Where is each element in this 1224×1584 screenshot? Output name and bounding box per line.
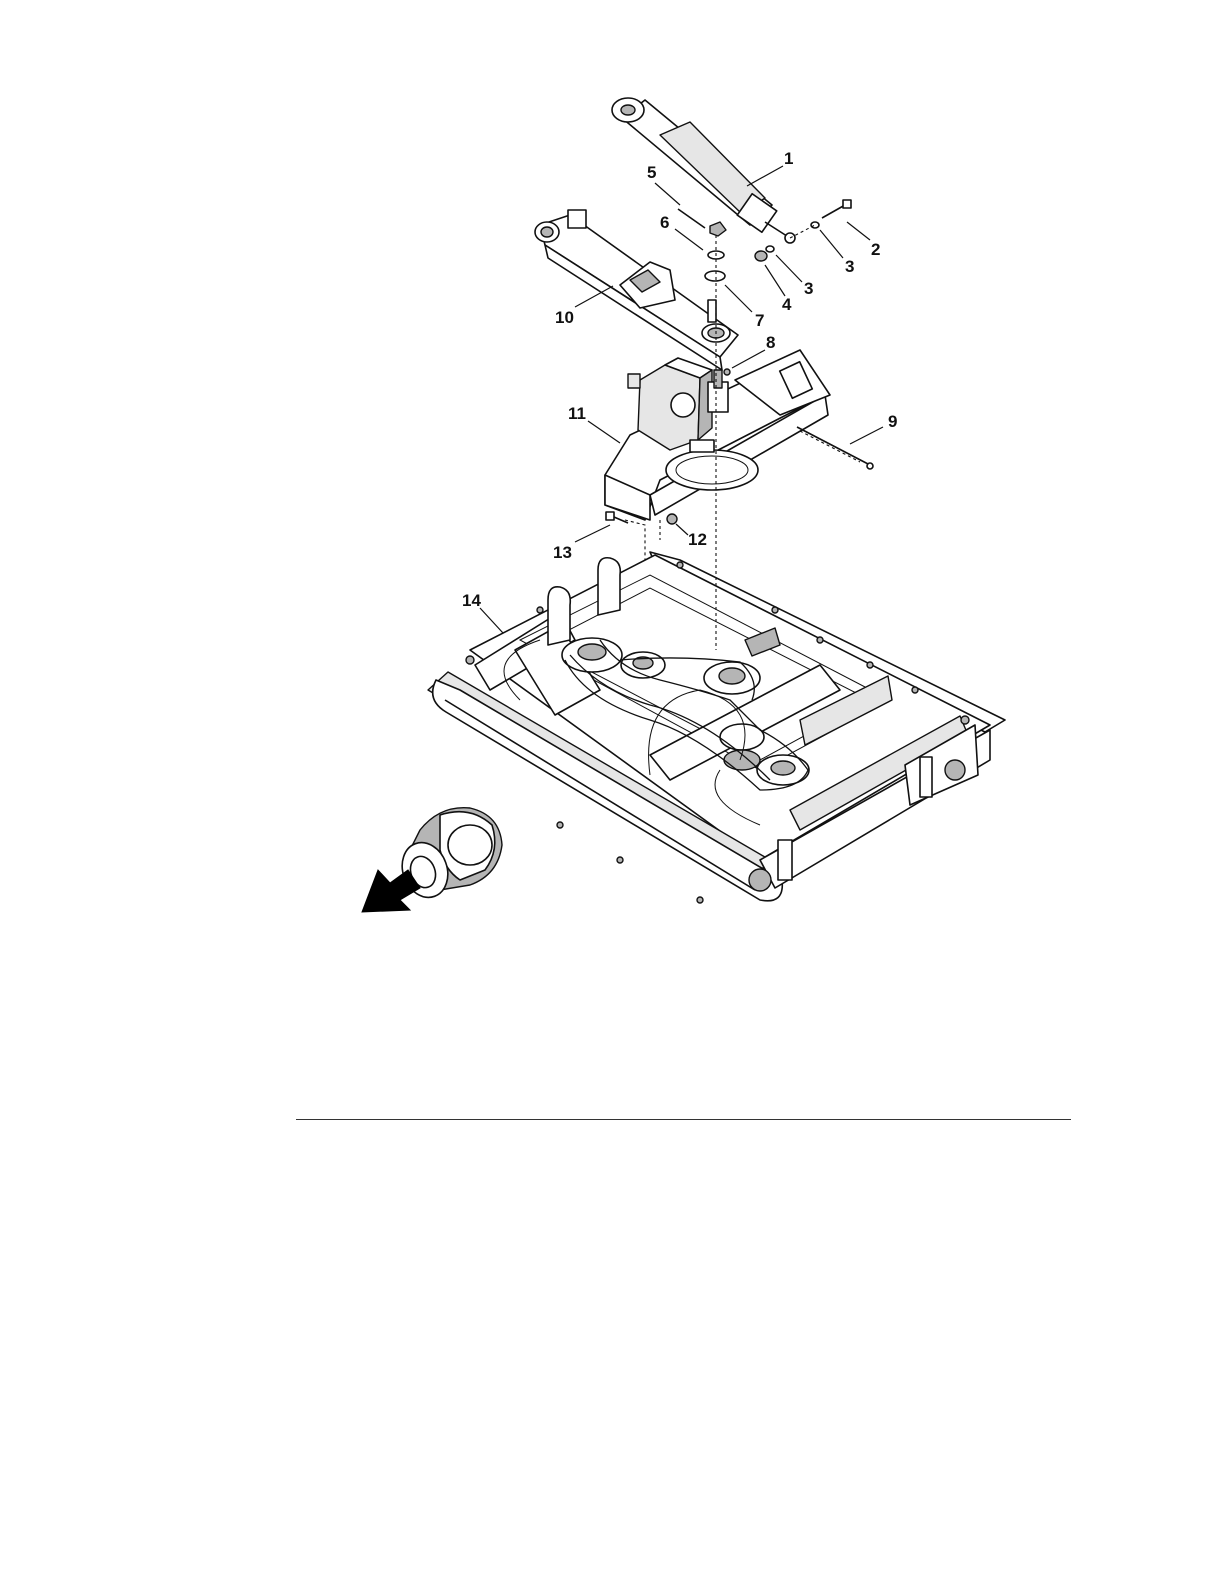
lift-arm-icon	[535, 210, 738, 370]
callout-4: 4	[782, 295, 792, 314]
callout-7: 7	[755, 311, 764, 330]
callout-3a: 3	[845, 257, 854, 276]
page-divider-rule	[296, 1119, 1071, 1120]
callout-3b: 3	[804, 279, 813, 298]
callout-6: 6	[660, 213, 669, 232]
callout-5: 5	[647, 163, 656, 182]
callout-12: 12	[688, 530, 707, 549]
callout-14: 14	[462, 591, 481, 610]
forward-direction-arrow-icon	[362, 808, 502, 912]
callout-8: 8	[766, 333, 775, 352]
mower-deck-icon	[428, 552, 1005, 903]
callout-13: 13	[553, 543, 572, 562]
callout-9: 9	[888, 412, 897, 431]
callout-2: 2	[871, 240, 880, 259]
callout-10: 10	[555, 308, 574, 327]
hydraulic-cylinder-icon	[612, 98, 795, 243]
callout-1: 1	[784, 149, 793, 168]
callout-11: 11	[568, 404, 586, 423]
